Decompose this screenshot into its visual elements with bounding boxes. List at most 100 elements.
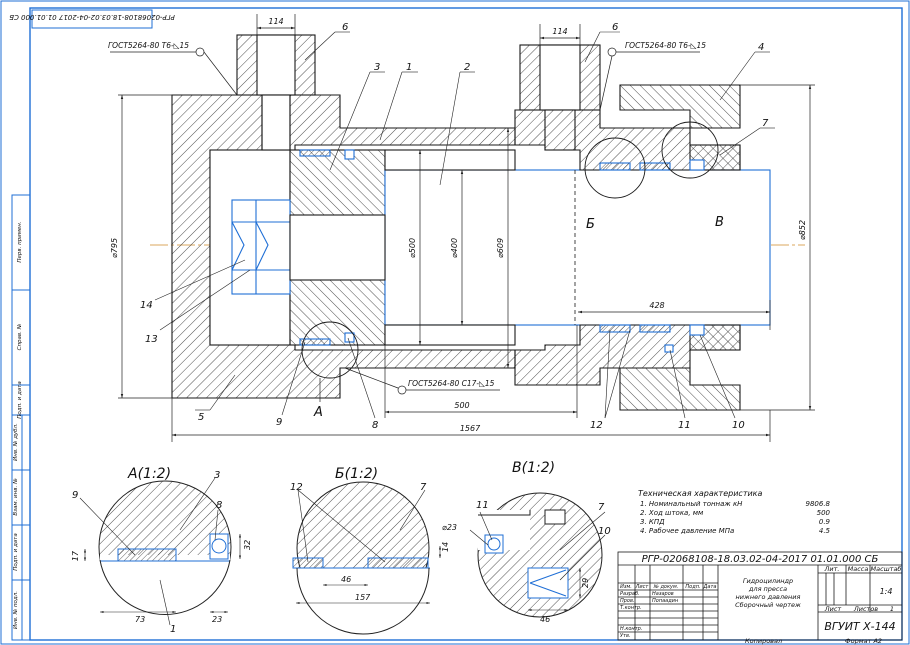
side-label-5: Подп. и дата: [13, 533, 19, 571]
side-label-2: Подп. и дата: [17, 381, 23, 419]
balloon-6-left: 6: [342, 22, 348, 33]
detail-v-dim-46: 46: [540, 615, 550, 624]
tech-specs: Техническая характеристика 1. Номинальны…: [638, 489, 831, 535]
balloon-1: 1: [406, 62, 412, 73]
spec-value-3: 4.5: [819, 527, 831, 535]
spec-label-0: 1. Номинальный тоннаж кН: [640, 500, 743, 508]
detail-b-dim-14: 14: [441, 542, 450, 552]
gost-callout-weld: ГОСТ5264-80 С17-◺15: [408, 379, 495, 388]
spec-value-2: 0.9: [819, 518, 831, 526]
detail-b-title: Б(1:2): [335, 466, 378, 482]
tb-name-4: Сборочный чертеж: [735, 601, 801, 609]
detail-a-title: А(1:2): [127, 466, 171, 482]
detail-v-balloon-7: 7: [598, 502, 605, 513]
balloon-10: 10: [732, 420, 745, 431]
tb-scale: 1:4: [880, 587, 893, 596]
tb-copied: Копировал: [745, 637, 782, 645]
detail-v-dim-29: 29: [581, 578, 590, 588]
detail-a-dims: [79, 477, 242, 626]
detail-a-balloon-9: 9: [72, 490, 78, 501]
piston-nut: [231, 199, 291, 295]
balloon-14: 14: [140, 300, 153, 311]
detail-a-balloon-3: 3: [214, 470, 220, 481]
spec-value-1: 500: [817, 509, 831, 517]
tb-code: РГР-02068108-18.03.02-04-2017 01.01.000 …: [642, 554, 879, 565]
detail-a-dim-73: 73: [135, 615, 145, 624]
detail-b-dim-46: 46: [341, 575, 351, 584]
detail-b-balloon-12: 12: [290, 482, 303, 493]
detail-a-dim-32: 32: [243, 540, 252, 550]
balloon-5: 5: [198, 412, 204, 423]
spec-label-1: 2. Ход штока, мм: [640, 509, 704, 517]
view-letter-b: Б: [586, 217, 595, 232]
balloons: 6 6 3 1 2 4 7 5 9 8 14 13 12 11 10: [140, 22, 769, 431]
detail-b-balloon-7: 7: [420, 482, 427, 493]
balloon-2: 2: [464, 62, 470, 73]
piston-rod: [384, 169, 771, 326]
specs-heading: Техническая характеристика: [638, 489, 763, 498]
dim-d795: ⌀795: [110, 238, 119, 258]
view-letters: А Б В: [313, 215, 724, 420]
tb-prov: Пров.: [620, 598, 635, 604]
detail-b-dims: [296, 489, 442, 605]
balloon-13: 13: [145, 334, 158, 345]
detail-v-title: В(1:2): [512, 460, 555, 476]
detail-b: Б(1:2): [292, 466, 431, 635]
detail-a-balloon-1: 1: [170, 624, 176, 635]
balloon-4: 4: [758, 42, 764, 53]
view-letter-a: А: [313, 405, 323, 420]
tb-sheets-n: 1: [890, 605, 894, 613]
top-stamp-text: РГР-02068108-18.03.02-04-2017 01.01.000 …: [9, 13, 175, 21]
tb-utv: Утв.: [620, 633, 631, 639]
dim-d609: ⌀609: [496, 238, 505, 258]
view-letter-v: В: [715, 215, 724, 230]
gost-callout-left: ГОСТ5264-80 Т6-◺15: [108, 41, 189, 50]
top-stamp: РГР-02068108-18.03.02-04-2017 01.01.000 …: [9, 9, 175, 29]
tb-hdr-doc: № докум.: [653, 584, 679, 590]
tb-person-2: Попаадин: [652, 598, 679, 604]
balloon-6-right: 6: [612, 22, 618, 33]
title-block-text: РГР-02068108-18.03.02-04-2017 01.01.000 …: [620, 554, 901, 639]
tb-hdr-izm: Изм.: [620, 584, 632, 590]
tb-razrab: Разраб.: [620, 591, 640, 597]
tb-person-1: Назаров: [652, 591, 674, 597]
balloon-11: 11: [678, 420, 691, 431]
dim-port-left: 114: [268, 17, 283, 26]
detail-a-dim-23: 23: [212, 615, 222, 624]
detail-v-dims: [469, 511, 606, 612]
detail-v-dim-d23: ⌀23: [442, 523, 457, 532]
gost-callout-right: ГОСТ5264-80 Т6-◺15: [625, 41, 706, 50]
detail-v: В(1:2): [477, 460, 603, 618]
balloon-7: 7: [762, 118, 769, 129]
title-block: [617, 551, 903, 641]
tb-format: Формат А2: [845, 637, 882, 645]
tb-tkontr: Т.контр.: [620, 605, 642, 611]
tb-name-1: Гидроцилиндр: [743, 577, 793, 585]
side-label-1: Справ. №: [17, 323, 23, 350]
dim-500: 500: [454, 401, 469, 410]
gland-head: [514, 84, 741, 411]
spec-label-3: 4. Рабочее давление МПа: [640, 527, 734, 535]
spec-rows: 1. Номинальный тоннаж кН 9806.8 2. Ход што…: [640, 500, 831, 535]
balloon-3: 3: [374, 62, 380, 73]
dim-428: 428: [649, 301, 664, 310]
detail-a-dim-17: 17: [71, 550, 80, 561]
side-label-0: Перв. примен.: [17, 221, 23, 263]
balloon-leaders: [154, 31, 775, 419]
spec-value-0: 9806.8: [806, 500, 831, 508]
dimensions: [118, 14, 815, 442]
detail-b-dim-157: 157: [355, 593, 371, 602]
tb-name-3: нижнего давления: [736, 593, 801, 601]
side-label-6: Инв. № подл.: [13, 591, 19, 629]
port-left: [236, 34, 316, 151]
dim-d500: ⌀500: [408, 238, 417, 258]
side-label-3: Инв. № дубл.: [13, 423, 19, 461]
dim-d400: ⌀400: [450, 238, 459, 258]
tb-col-scale: Масштаб: [871, 565, 902, 573]
tb-nkontr: Н.контр.: [620, 626, 642, 632]
balloon-9: 9: [276, 417, 282, 428]
balloon-12: 12: [590, 420, 603, 431]
